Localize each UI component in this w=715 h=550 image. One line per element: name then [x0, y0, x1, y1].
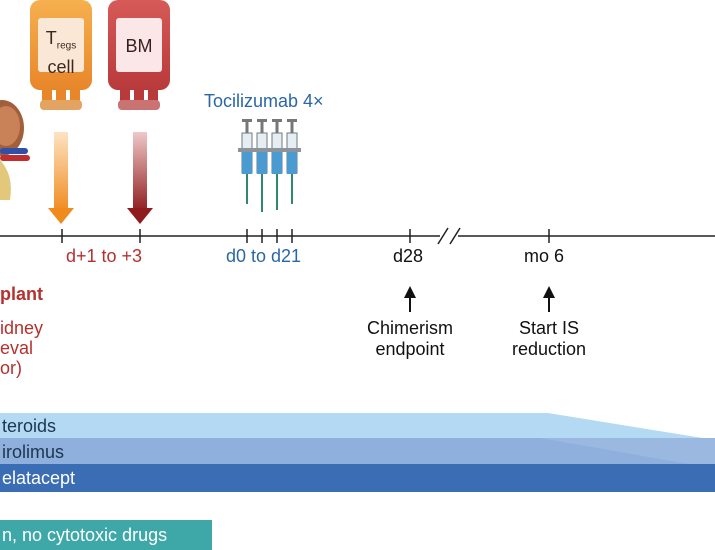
kidney-text-line2: eval: [0, 338, 34, 358]
steroids-band-label: teroids: [2, 415, 57, 436]
tregs-infusion-arrow: [48, 132, 74, 224]
tregs-cell-text: cell: [47, 56, 75, 77]
belatacept-band-shape: [0, 464, 715, 492]
sirolimus-band-taper: [540, 438, 715, 466]
timeline-axis: [0, 227, 715, 245]
chimerism-arrow: [404, 286, 416, 312]
bm-infusion-arrow: [127, 132, 153, 224]
bm-bag-label: BM: [125, 36, 153, 56]
timeline-label-d28: d28: [393, 246, 424, 266]
transplant-label: plant: [0, 284, 43, 304]
chimerism-endpoint-label: Chimerism endpoint: [350, 318, 470, 360]
start-is-reduction-label: Start IS reduction: [489, 318, 609, 360]
chimerism-line2: endpoint: [375, 339, 445, 359]
start-is-arrow: [543, 286, 555, 312]
kidney-text-line3: or): [0, 358, 22, 378]
steroids-band-shape: [0, 413, 715, 440]
chimerism-line1: Chimerism: [366, 318, 453, 338]
tregs-cell-bag-icon: [30, 0, 92, 110]
tocilizumab-label: Tocilizumab 4×: [204, 91, 324, 111]
syringes-icon: [238, 119, 301, 212]
no-cytotoxic-drugs-tag: n, no cytotoxic drugs: [0, 520, 212, 550]
tregs-bag-label: Tregs cell: [38, 28, 84, 77]
start-is-line1: Start IS: [518, 318, 580, 338]
start-is-line2: reduction: [511, 339, 587, 359]
timeline-label-d0-21: d0 to d21: [226, 246, 302, 266]
tregs-sub-text: regs: [56, 40, 77, 52]
belatacept-band-label: elatacept: [2, 467, 76, 488]
bone-marrow-bag-icon: [108, 0, 170, 110]
tregs-main-text: T: [45, 28, 57, 48]
timeline-label-mo6: mo 6: [524, 246, 565, 266]
timeline-label-d1-3: d+1 to +3: [66, 246, 143, 266]
kidney-text-line1: idney: [0, 318, 44, 338]
sirolimus-band-label: irolimus: [2, 441, 65, 462]
sirolimus-band-shape: [0, 438, 715, 466]
kidney-icon: [0, 100, 30, 200]
